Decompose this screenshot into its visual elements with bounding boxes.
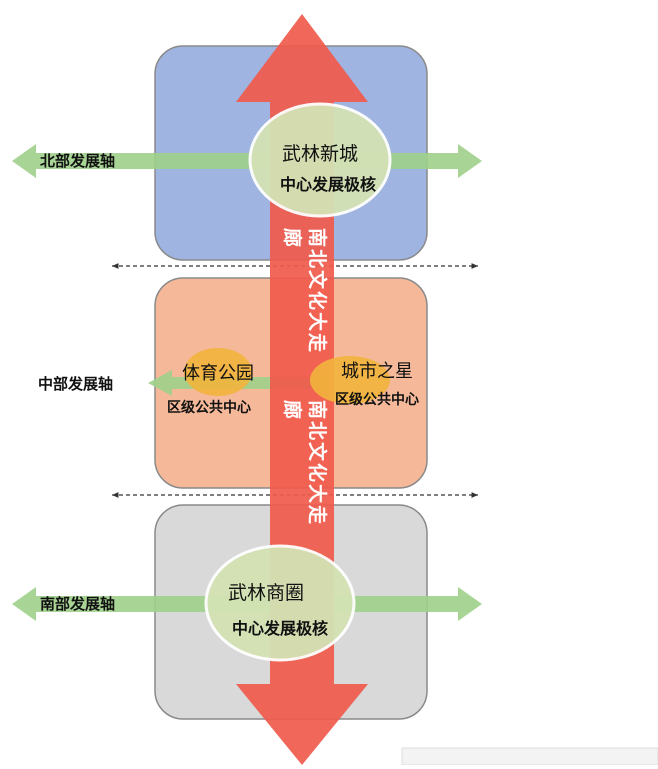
south-axis-label: 南部发展轴 <box>40 595 115 613</box>
middle-axis-label: 中部发展轴 <box>38 375 113 393</box>
city-star-role: 区级公共中心 <box>335 391 419 408</box>
wulin-business-role: 中心发展极核 <box>232 619 328 638</box>
sports-park-role: 区级公共中心 <box>167 399 251 416</box>
node-city-star <box>310 356 390 404</box>
node-sports-park <box>184 348 252 396</box>
city-star-name: 城市之星 <box>341 361 413 382</box>
corridor-label-upper-end: 廊 <box>281 228 304 247</box>
corridor-arrow <box>236 14 368 765</box>
north-axis-arrow <box>12 144 482 178</box>
north-axis-label: 北部发展轴 <box>40 152 115 170</box>
node-wulin-new-city <box>248 102 392 218</box>
corridor-label-lower: 南北文化大走 <box>306 400 329 526</box>
wulin-new-city-role: 中心发展极核 <box>280 175 376 194</box>
corridor-label-upper: 南北文化大走 <box>306 228 329 354</box>
node-wulin-business <box>204 544 356 662</box>
wulin-business-name: 武林商圈 <box>228 582 304 604</box>
caption-strip <box>401 747 658 766</box>
sports-park-name: 体育公园 <box>182 363 254 384</box>
wulin-new-city-name: 武林新城 <box>282 143 358 165</box>
corridor-label-lower-end: 廊 <box>281 400 304 419</box>
